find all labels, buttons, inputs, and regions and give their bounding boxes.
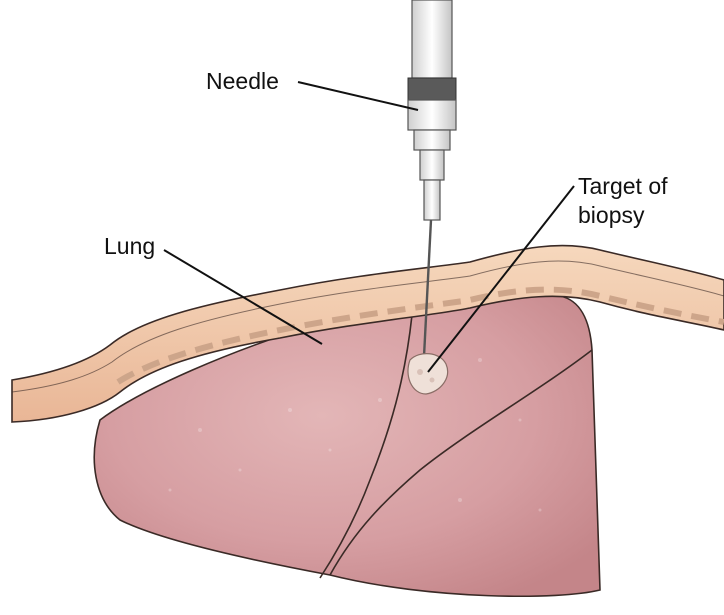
target-of-biopsy-label: Target of biopsy (578, 172, 668, 230)
needle-syringe-top (412, 0, 452, 78)
needle-label: Needle (206, 68, 279, 94)
needle-band (408, 78, 456, 100)
target-label-line2: biopsy (578, 201, 668, 230)
lung-label: Lung (104, 233, 155, 259)
needle-leader-line (298, 82, 418, 110)
target-label-line1: Target of (578, 172, 668, 201)
